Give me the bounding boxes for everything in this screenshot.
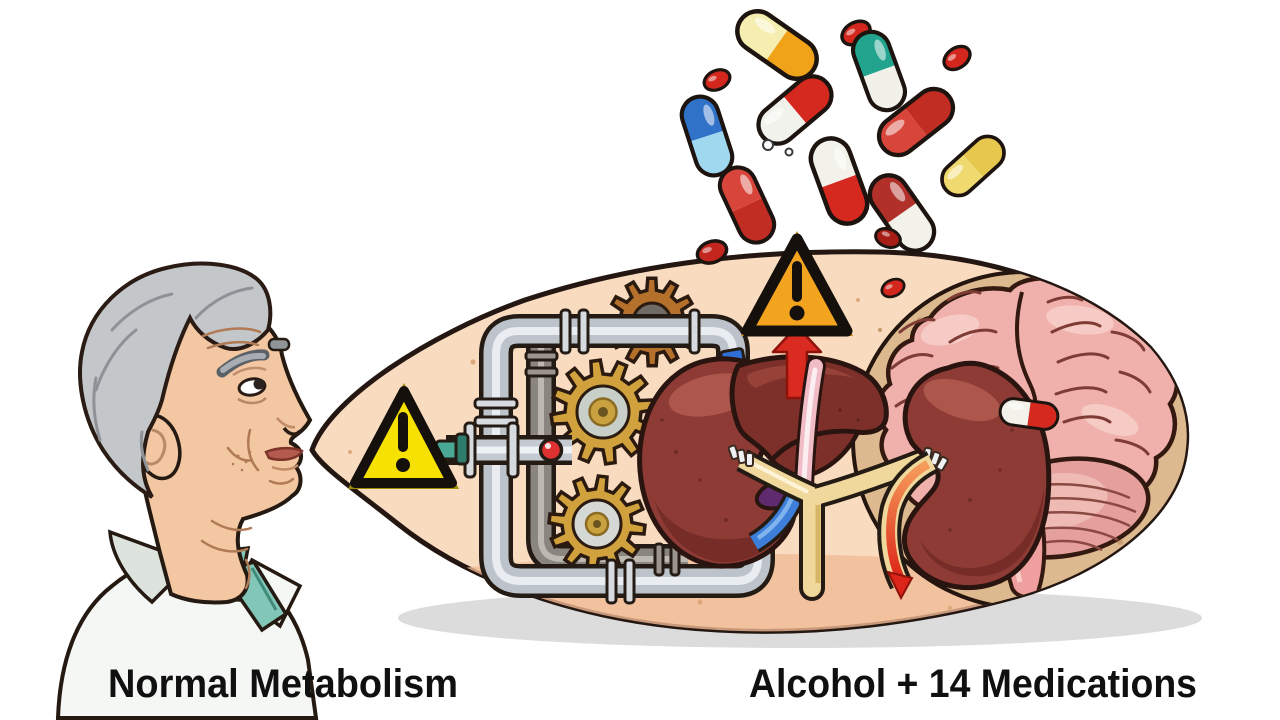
iris <box>253 378 265 390</box>
caption-right: Alcohol + 14 Medications <box>749 662 1197 706</box>
pill-icon <box>677 92 737 180</box>
bubble <box>762 139 774 151</box>
elderly-man <box>55 261 319 720</box>
pill-icon <box>714 162 780 249</box>
pills-falling <box>677 3 1013 302</box>
right-kidney-shade <box>920 486 1044 577</box>
pipe-dark-loop <box>526 333 688 574</box>
mini-pill-icon <box>699 64 735 96</box>
hair-strands <box>92 286 254 472</box>
freckles <box>231 450 252 472</box>
right-kidney-speckles <box>948 428 1014 532</box>
eyebrow-highlight <box>220 352 266 373</box>
caption-left: Normal Metabolism <box>108 662 458 706</box>
hair <box>78 261 273 499</box>
ear-inner <box>144 428 167 466</box>
exclamation-bar <box>792 261 802 302</box>
eyelid-crease <box>232 366 267 377</box>
exclamation-dot <box>396 458 410 472</box>
right-kidney-highlight <box>923 378 1001 422</box>
arrow-down-icon <box>886 460 931 580</box>
wrinkles <box>200 327 295 590</box>
organs <box>637 324 1062 601</box>
pill-icon <box>729 3 824 86</box>
bubble <box>784 147 794 157</box>
arrow-down-head <box>886 570 914 601</box>
tie-shade <box>250 567 278 611</box>
pill-icon <box>862 168 941 258</box>
valve-knob[interactable] <box>538 437 564 463</box>
liver-highlight <box>747 364 854 388</box>
mini-pill-icon <box>937 39 977 77</box>
warning-yellow <box>348 383 459 489</box>
far-eyebrow <box>267 337 291 352</box>
lower-lip-line <box>271 463 299 471</box>
valve-highlight <box>545 443 551 449</box>
pill-icon <box>805 133 873 229</box>
lips <box>264 446 304 461</box>
eye-bag <box>237 397 267 405</box>
tube-clamp <box>727 444 754 467</box>
pill-icon <box>848 27 910 116</box>
descending-tube <box>877 451 938 601</box>
exclamation-dot <box>789 305 805 321</box>
warning-orange <box>741 231 853 337</box>
teal-connector-ring <box>454 432 470 466</box>
nostril <box>282 426 302 436</box>
left-kidney-speckles <box>660 418 728 522</box>
pill-icon <box>933 127 1013 205</box>
collar-left <box>108 529 196 605</box>
exclamation-bar <box>398 412 408 452</box>
pipe-junction <box>434 421 572 479</box>
nose-side <box>276 417 296 429</box>
pink-duct-core <box>801 367 818 485</box>
face <box>135 302 313 605</box>
